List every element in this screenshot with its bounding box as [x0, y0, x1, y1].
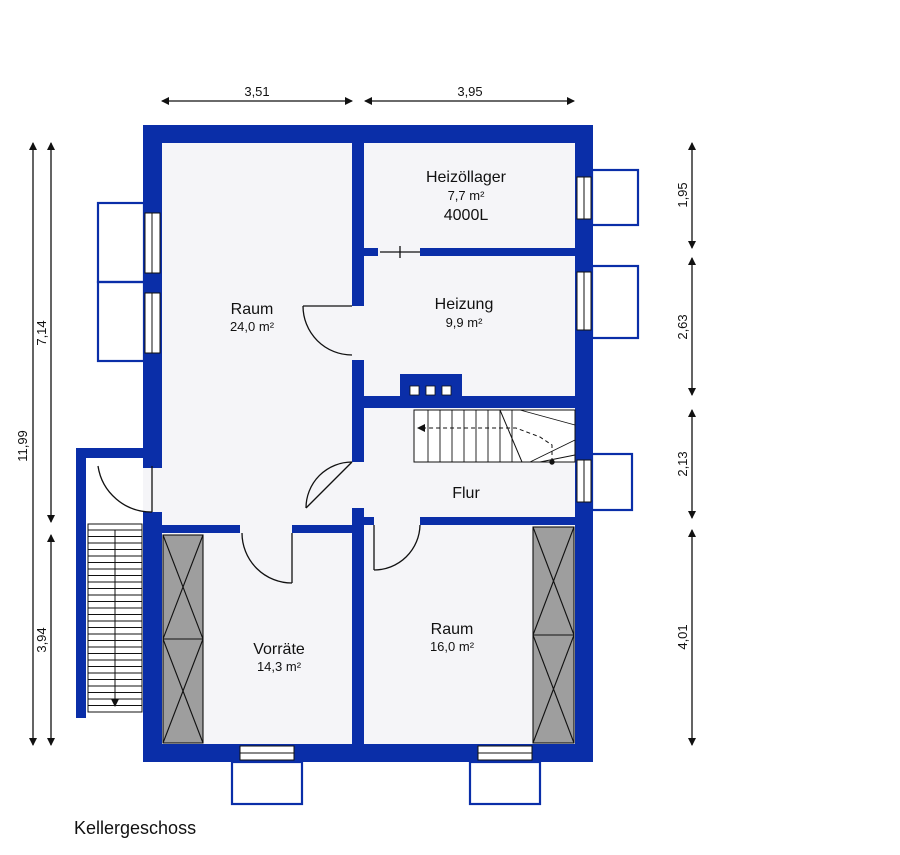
- dim-left-inner-top: 7,14: [34, 320, 49, 345]
- stair-step: [519, 409, 576, 426]
- chimney-flues: [409, 385, 452, 396]
- dimension-lines: [29, 97, 696, 746]
- doors: [97, 246, 421, 584]
- room-name: Vorräte: [253, 641, 305, 658]
- dim-top-right: 3,95: [457, 84, 482, 99]
- floor-caption: Kellergeschoss: [74, 818, 197, 838]
- dim-left-inner-bottom: 3,94: [34, 627, 49, 652]
- room-tank-volume: 4000L: [444, 207, 489, 224]
- dim-left-outer: 11,99: [15, 430, 30, 462]
- room-name: Flur: [452, 485, 480, 502]
- room-name: Heizung: [435, 296, 494, 313]
- dim-right-4: 4,01: [675, 624, 690, 649]
- room-name: Raum: [431, 621, 474, 638]
- room-flur: Flur: [452, 485, 480, 502]
- room-heizung: Heizung 9,9 m²: [435, 296, 494, 330]
- inner-stair-steps: [427, 409, 576, 463]
- room-area: 24,0 m²: [230, 319, 275, 334]
- stair-step: [539, 454, 576, 463]
- room-area: 7,7 m²: [448, 188, 486, 203]
- inner-stair-arrow: [417, 409, 555, 465]
- windows: [144, 176, 592, 761]
- dim-top-left: 3,51: [244, 84, 269, 99]
- dimension-labels: 3,51 3,95 11,99 7,14 3,94 1,95 2,63 2,13…: [15, 84, 690, 653]
- room-name: Heizöllager: [426, 169, 507, 186]
- dim-right-2: 2,63: [675, 314, 690, 339]
- room-area: 16,0 m²: [430, 639, 475, 654]
- outer-stair-structure: [76, 448, 156, 718]
- dim-right-3: 2,13: [675, 451, 690, 476]
- room-vorraete: Vorräte 14,3 m²: [253, 641, 305, 674]
- inner-staircase: [413, 409, 576, 463]
- room-raum-ost: Raum 16,0 m²: [430, 621, 475, 654]
- room-name: Raum: [231, 301, 274, 318]
- room-area: 14,3 m²: [257, 659, 302, 674]
- built-in-cabinets: [162, 526, 575, 744]
- room-heizoellager: Heizöllager 7,7 m² 4000L: [426, 169, 507, 224]
- dim-right-1: 1,95: [675, 182, 690, 207]
- room-raum-west: Raum 24,0 m²: [230, 301, 275, 334]
- room-area: 9,9 m²: [446, 315, 484, 330]
